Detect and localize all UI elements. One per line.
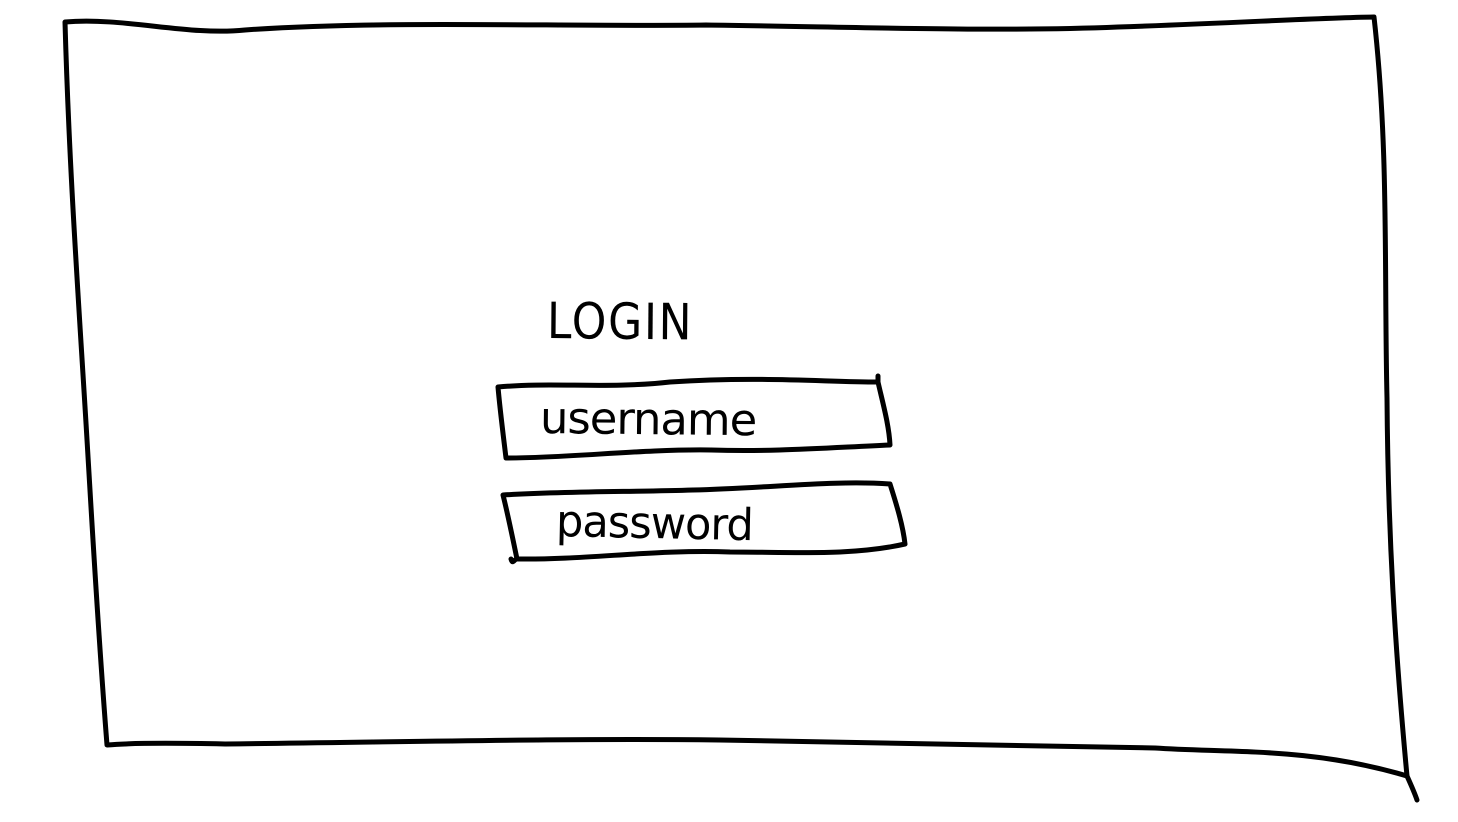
- username-placeholder: username: [539, 393, 757, 447]
- password-field-outline: [500, 480, 908, 562]
- window-frame: [62, 14, 1410, 779]
- window-frame-tail: [1404, 773, 1420, 803]
- password-field-corner: [508, 556, 518, 565]
- password-placeholder: password: [555, 496, 754, 552]
- login-title: LOGIN: [546, 292, 694, 352]
- username-field-outline: [495, 376, 893, 461]
